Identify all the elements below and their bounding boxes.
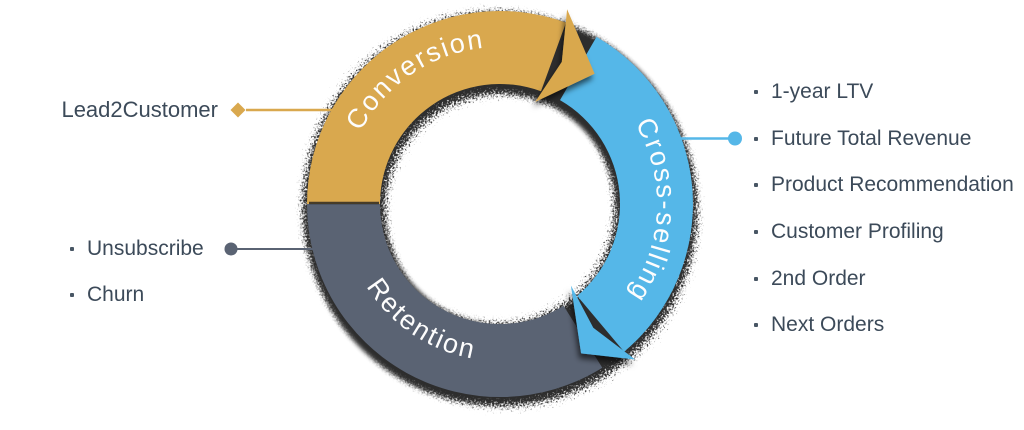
list-item-label: Unsubscribe — [87, 237, 204, 260]
list-item-label: Churn — [87, 283, 145, 306]
list-item: Next Orders — [754, 302, 1014, 349]
list-item: Customer Profiling — [754, 209, 1014, 256]
list-item-label: Future Total Revenue — [771, 126, 972, 150]
connector-dot-icon — [224, 242, 238, 256]
list-item-label: Product Recommendation — [771, 173, 1014, 197]
list-item: 1-year LTV — [754, 69, 1014, 116]
bullet-icon — [754, 90, 758, 95]
connector-diamond-icon — [230, 102, 246, 118]
bullet-icon — [754, 183, 758, 188]
connector-dot-icon — [728, 131, 742, 146]
segment-cross-selling-arc — [560, 36, 693, 352]
lead2customer-label: Lead2Customer — [61, 97, 218, 122]
cross-selling-arrowhead-icon — [570, 285, 636, 360]
bullet-icon — [754, 323, 758, 328]
list-item: 2nd Order — [754, 255, 1014, 302]
bullet-icon — [754, 230, 758, 235]
segment-conversion-arc — [307, 10, 566, 204]
list-item: Future Total Revenue — [754, 116, 1014, 163]
connector-lead2customer — [230, 102, 334, 118]
bullet-icon — [754, 136, 758, 141]
conversion-arrowhead-icon — [535, 9, 595, 102]
bullet-icon — [754, 276, 758, 281]
retention-callout-list: Unsubscribe Churn — [70, 226, 204, 318]
cross-selling-callout-list: 1-year LTV Future Total Revenue Product … — [754, 69, 1014, 349]
list-item-label: 2nd Order — [771, 266, 866, 290]
connector-cross-selling — [680, 131, 742, 146]
list-item: Churn — [70, 272, 204, 318]
connector-retention — [224, 242, 316, 256]
segment-retention-arc — [307, 204, 603, 398]
list-item: Product Recommendation — [754, 162, 1014, 209]
bullet-icon — [70, 293, 74, 297]
list-item-label: Next Orders — [771, 313, 885, 337]
bullet-icon — [70, 247, 74, 251]
list-item: Unsubscribe — [70, 226, 204, 272]
list-item-label: 1-year LTV — [771, 80, 874, 104]
list-item-label: Customer Profiling — [771, 220, 944, 244]
